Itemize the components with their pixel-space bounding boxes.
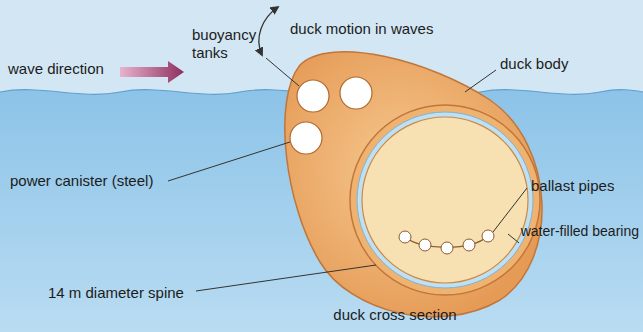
ballast-pipe	[463, 239, 475, 251]
power-canister	[290, 122, 322, 154]
duck-body	[285, 52, 542, 317]
part-label: duck motion in waves	[290, 20, 433, 38]
part-label: wave direction	[8, 60, 104, 78]
ballast-pipe	[482, 230, 494, 242]
wave-direction-arrow	[120, 61, 184, 83]
part-label: buoyancy tanks	[192, 26, 264, 62]
leader-line	[266, 58, 299, 86]
spine-housing	[350, 105, 540, 295]
part-label: power canister (steel)	[10, 172, 153, 190]
figure-caption: duck cross section	[333, 306, 456, 324]
leader-line	[196, 265, 376, 291]
ballast-pipe	[419, 239, 431, 251]
water-bearing	[357, 112, 533, 288]
part-label: 14 m diameter spine	[48, 284, 184, 302]
ballast-pipe	[441, 242, 453, 254]
leader-line	[168, 142, 290, 181]
spine	[362, 117, 528, 283]
buoyancy-tank	[340, 77, 372, 109]
leader-line	[465, 70, 496, 92]
ballast-pipe	[399, 231, 411, 243]
part-label: duck body	[500, 55, 568, 73]
leader-line	[508, 234, 519, 243]
part-label: water-filled bearing	[521, 222, 639, 240]
motion-arrow	[259, 7, 278, 55]
part-label: ballast pipes	[531, 177, 614, 195]
buoyancy-tank	[297, 80, 329, 112]
